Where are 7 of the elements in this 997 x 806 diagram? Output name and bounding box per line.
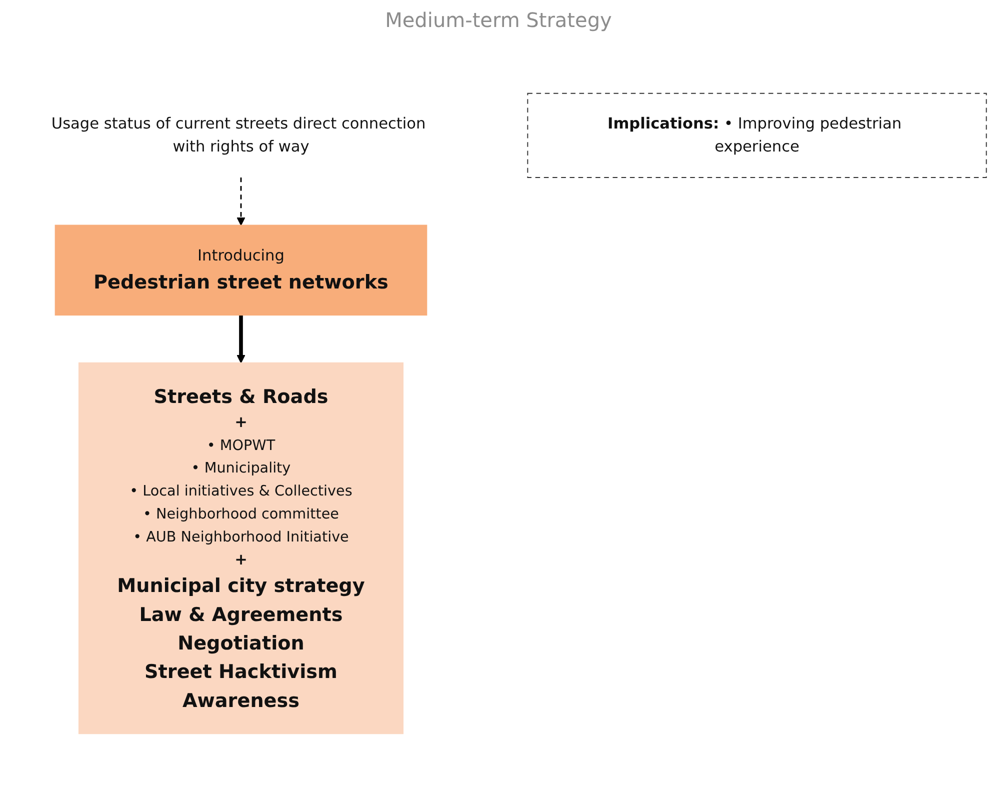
node-box: Introducing Pedestrian street networks <box>54 224 427 316</box>
node-text: Usage status of current streets direct connection with rights of way <box>50 114 426 156</box>
node-box: Streets & Roads + • MOPWT • Municipality • Local initiatives & Collectives • Neighborhood committee • AUB Neighborhood Initiative + Municipal city strategy Law & Agreements Negotiation Street Hacktivism Awareness <box>78 362 404 734</box>
node-box: Implications: • Improving pedestrian experience <box>526 92 986 178</box>
diagram-title: Medium-term Strategy <box>384 8 613 32</box>
arrow <box>236 177 245 226</box>
arrow <box>236 315 245 364</box>
